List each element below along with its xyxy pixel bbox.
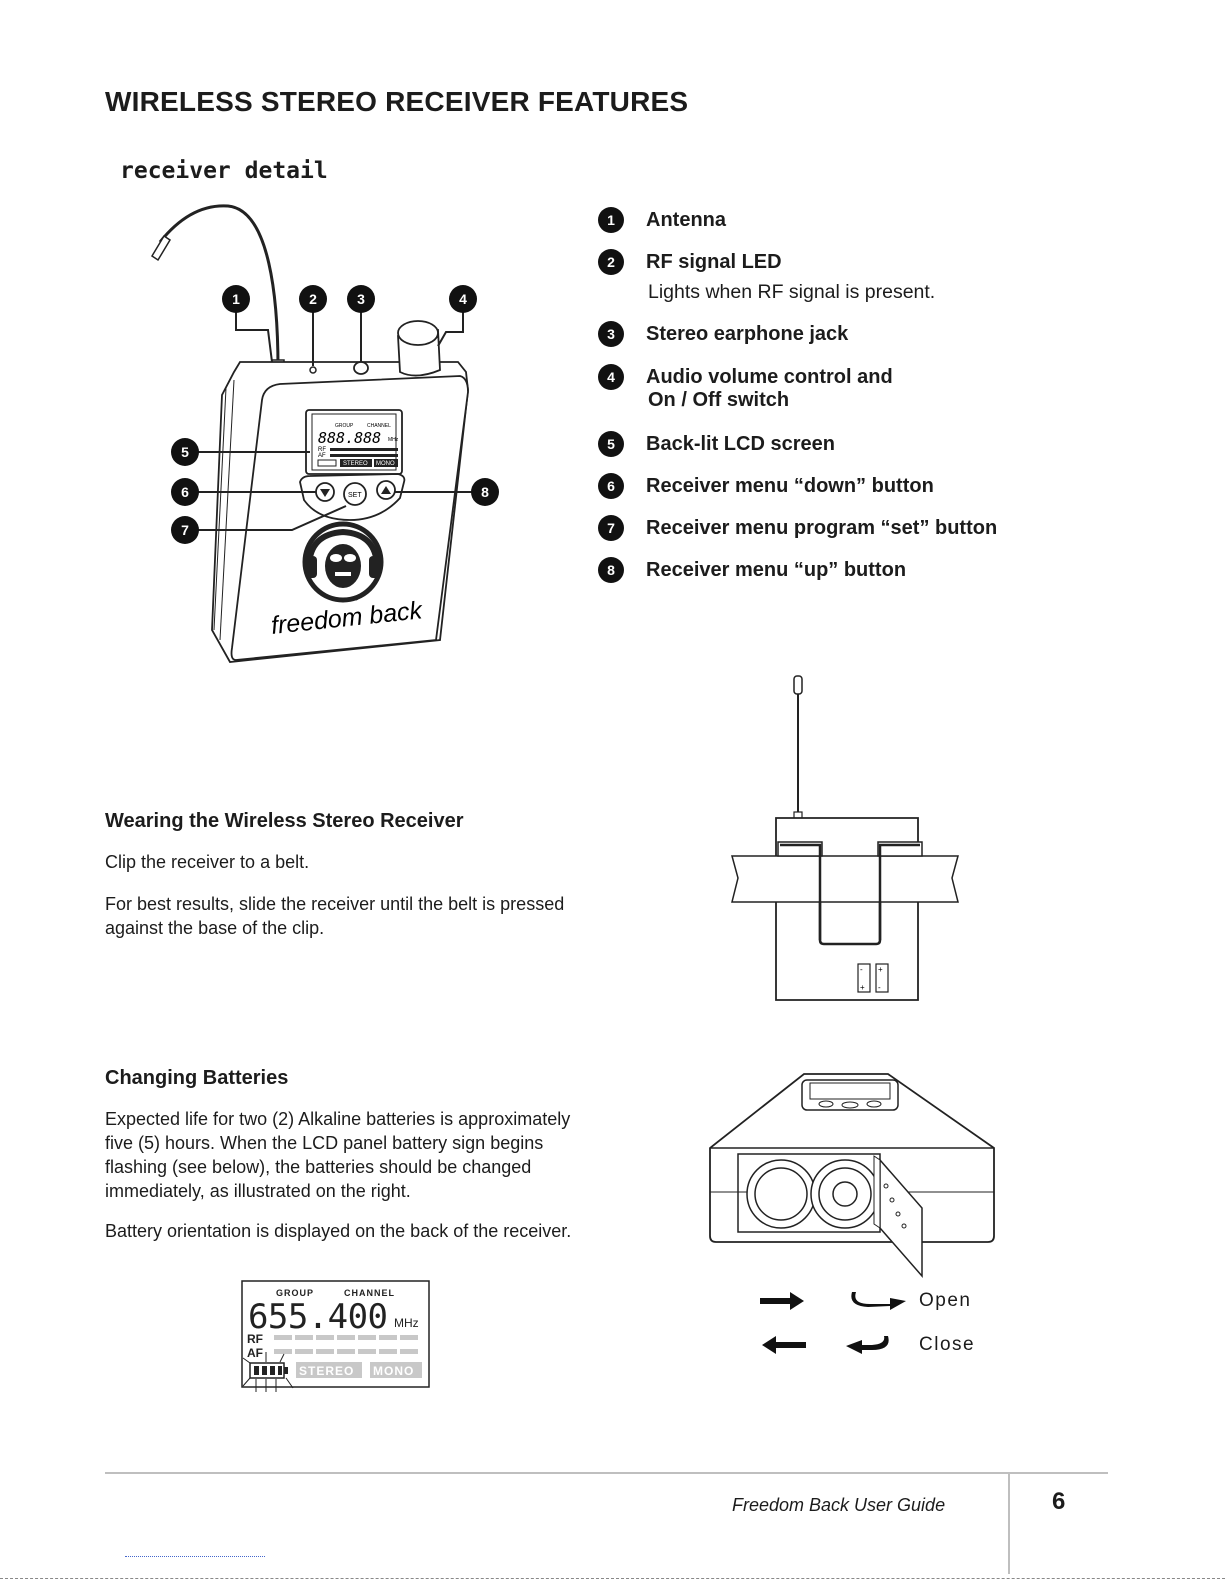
lcd-af: AF — [318, 453, 326, 459]
feature-label: RF signal LED — [646, 250, 782, 273]
close-arrow-icon — [762, 1336, 806, 1354]
lcd-panel-group: GROUP — [276, 1288, 314, 1298]
wearing-paragraph-2-line-2: against the base of the clip. — [105, 918, 325, 938]
open-arrow-icon — [760, 1292, 804, 1310]
lcd-digits: 888.888 — [318, 429, 381, 447]
feature-number: 4 — [598, 364, 624, 390]
lcd-panel-mono: MONO — [373, 1364, 414, 1378]
feature-item: 1 Antenna — [598, 207, 726, 233]
callout-6: 6 — [181, 484, 189, 500]
receiver-illustration: GROUP CHANNEL 888.888 MHz RF AF STEREO M… — [150, 204, 499, 663]
close-curved-arrow-icon — [846, 1336, 889, 1354]
page-title: WIRELESS STEREO RECEIVER FEATURES — [105, 86, 689, 117]
feature-label: Stereo earphone jack — [646, 322, 849, 345]
battery-indicator-icon — [242, 1352, 294, 1392]
feature-number: 2 — [598, 249, 624, 275]
feature-item: 5 Back-lit LCD screen — [598, 431, 835, 457]
open-curved-arrow-icon — [851, 1292, 906, 1310]
lcd-unit: MHz — [388, 437, 399, 443]
lcd-mono: MONO — [376, 461, 395, 467]
callout-5: 5 — [181, 444, 189, 460]
wearing-paragraph-2-line-1: For best results, slide the receiver unt… — [105, 894, 565, 914]
lcd-panel-frequency: 655.400 — [248, 1297, 388, 1337]
lcd-panel-unit: MHz — [394, 1316, 419, 1330]
feature-note: Lights when RF signal is present. — [648, 281, 936, 303]
open-label: Open — [919, 1290, 972, 1311]
wearing-heading: Wearing the Wireless Stereo Receiver — [105, 810, 464, 832]
feature-number: 5 — [598, 431, 624, 457]
close-label: Close — [919, 1334, 976, 1355]
feature-number: 8 — [598, 557, 624, 583]
page-edge-dash — [0, 1578, 1225, 1579]
feature-label: Audio volume control and — [646, 365, 893, 388]
feature-label: Back-lit LCD screen — [646, 432, 835, 455]
feature-number: 6 — [598, 473, 624, 499]
feature-number: 1 — [598, 207, 624, 233]
battery-compartment-illustration — [709, 1073, 995, 1354]
lcd-panel-illustration: GROUP CHANNEL 655.400 MHz RF AF STEREO M… — [241, 1280, 430, 1392]
feature-item: 2 RF signal LED — [598, 249, 782, 275]
lcd-channel-text: CHANNEL — [367, 423, 391, 429]
footer-guide-title: Freedom Back User Guide — [732, 1495, 946, 1515]
section-subtitle: receiver detail — [120, 158, 328, 184]
svg-text:+: + — [860, 983, 865, 992]
feature-item: 6 Receiver menu “down” button — [598, 473, 934, 499]
wearing-paragraph-1: Clip the receiver to a belt. — [105, 852, 310, 872]
lcd-panel-channel: CHANNEL — [344, 1288, 395, 1298]
lcd-panel-stereo: STEREO — [299, 1364, 354, 1378]
feature-item: 7 Receiver menu program “set” button — [598, 515, 997, 541]
feature-label: Receiver menu program “set” button — [646, 516, 998, 539]
feature-item: 3 Stereo earphone jack — [598, 321, 848, 347]
feature-label: Receiver menu “up” button — [646, 558, 907, 581]
set-button-shape — [343, 482, 367, 506]
batteries-line-2: five (5) hours. When the LCD panel batte… — [105, 1133, 544, 1153]
callout-7: 7 — [181, 522, 189, 538]
svg-text:-: - — [860, 965, 863, 974]
freedom-back-logo — [302, 521, 384, 603]
svg-text:+: + — [878, 965, 883, 974]
batteries-line-4: immediately, as illustrated on the right… — [105, 1181, 411, 1201]
callout-4: 4 — [459, 291, 467, 307]
feature-label: Receiver menu “down” button — [646, 474, 934, 497]
lcd-panel-af: AF — [247, 1346, 263, 1360]
set-button-label: SET — [348, 492, 362, 499]
lcd-panel-rf: RF — [247, 1332, 263, 1346]
callout-8: 8 — [481, 484, 489, 500]
callout-2: 2 — [309, 291, 317, 307]
feature-item: 4 Audio volume control and — [598, 364, 893, 390]
callout-1: 1 — [232, 291, 240, 307]
lcd-rf: RF — [318, 447, 326, 453]
feature-number: 3 — [598, 321, 624, 347]
feature-label-continued: On / Off switch — [648, 389, 790, 411]
svg-text:-: - — [878, 983, 881, 992]
batteries-heading: Changing Batteries — [105, 1067, 289, 1089]
belt-clip-illustration: - + + - — [731, 675, 959, 1001]
lcd-stereo: STEREO — [343, 461, 368, 467]
feature-number: 7 — [598, 515, 624, 541]
page-number: 6 — [1052, 1488, 1066, 1515]
dotted-mark — [125, 1556, 265, 1557]
footer-rule — [105, 1472, 1108, 1474]
feature-label: Antenna — [646, 208, 726, 231]
feature-item: 8 Receiver menu “up” button — [598, 557, 906, 583]
batteries-paragraph-2: Battery orientation is displayed on the … — [105, 1221, 572, 1241]
footer-divider — [1008, 1472, 1010, 1574]
callout-3: 3 — [357, 291, 365, 307]
batteries-line-3: flashing (see below), the batteries shou… — [105, 1157, 532, 1177]
lcd-group-text: GROUP — [335, 423, 354, 429]
batteries-line-1: Expected life for two (2) Alkaline batte… — [105, 1109, 571, 1129]
